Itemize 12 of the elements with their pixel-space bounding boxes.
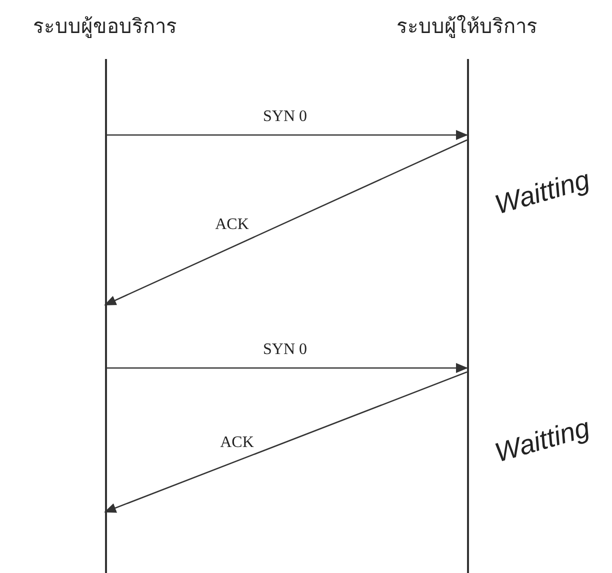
edge-label: SYN 0 xyxy=(263,108,307,126)
edge-label: SYN 0 xyxy=(263,341,307,359)
arrow xyxy=(105,363,468,373)
edge-label: ACK xyxy=(220,434,254,452)
lifeline-header: ระบบผู้ขอบริการ xyxy=(32,15,178,40)
waiting-note: Waitting xyxy=(491,164,594,221)
lifeline-header: ระบบผู้ให้บริการ xyxy=(396,14,538,40)
arrow xyxy=(104,371,468,513)
waiting-note: Waitting xyxy=(491,412,594,469)
arrow xyxy=(104,139,468,306)
arrow xyxy=(105,130,468,140)
edge-label: ACK xyxy=(215,216,249,234)
